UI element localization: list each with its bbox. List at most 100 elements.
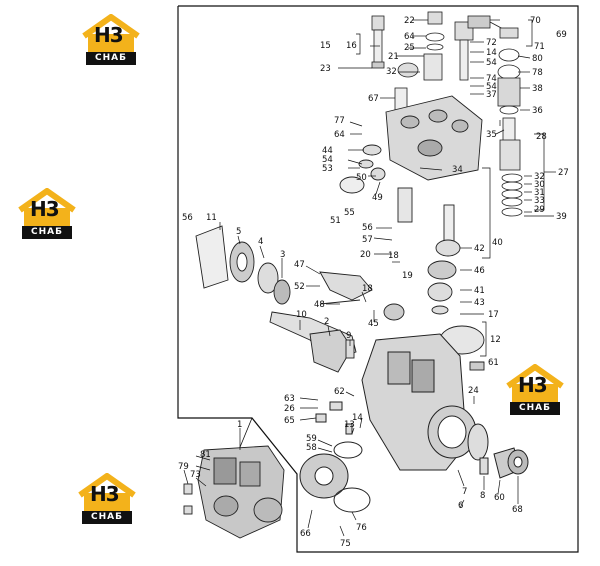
callout-26: 26 bbox=[284, 404, 295, 414]
callout-79: 79 bbox=[178, 462, 189, 472]
callout-65: 65 bbox=[284, 416, 295, 426]
callout-36: 36 bbox=[532, 106, 543, 116]
pump-housing bbox=[299, 333, 529, 513]
callout-77: 77 bbox=[334, 116, 345, 126]
callout-64: 64 bbox=[404, 32, 415, 42]
logo-mark: H3 bbox=[94, 23, 124, 47]
callout-73: 73 bbox=[190, 470, 201, 480]
callout-75: 75 bbox=[340, 539, 351, 549]
callout-47: 47 bbox=[294, 260, 305, 270]
house-roof-icon bbox=[82, 14, 140, 52]
pump-assembly-thumbnail bbox=[183, 445, 285, 539]
callout-9: 9 bbox=[346, 331, 351, 341]
callout-53: 53 bbox=[322, 164, 333, 174]
callout-4: 4 bbox=[258, 237, 263, 247]
callout-80: 80 bbox=[532, 54, 543, 64]
callout-3: 3 bbox=[280, 250, 285, 260]
callout-49: 49 bbox=[372, 193, 383, 203]
callout-39: 39 bbox=[556, 212, 567, 222]
callout-67: 67 bbox=[368, 94, 379, 104]
callout-11: 11 bbox=[206, 213, 217, 223]
callout-22: 22 bbox=[404, 16, 415, 26]
callout-15: 15 bbox=[320, 41, 331, 51]
house-roof-icon bbox=[18, 188, 76, 226]
callout-20: 20 bbox=[360, 250, 371, 260]
callout-64: 64 bbox=[334, 130, 345, 140]
callout-7: 7 bbox=[462, 487, 467, 497]
callout-40: 40 bbox=[492, 238, 503, 248]
callout-69: 69 bbox=[556, 30, 567, 40]
callout-29: 29 bbox=[534, 205, 545, 215]
callout-17: 17 bbox=[488, 310, 499, 320]
house-roof-icon bbox=[78, 473, 136, 511]
callout-32: 32 bbox=[534, 172, 545, 182]
diagram-frame bbox=[177, 5, 579, 553]
leader-lines bbox=[183, 19, 556, 537]
callout-54: 54 bbox=[486, 82, 497, 92]
callout-44: 44 bbox=[322, 146, 333, 156]
callout-30: 30 bbox=[534, 180, 545, 190]
logo-sub: СНАБ bbox=[82, 511, 132, 524]
logo-mark: H3 bbox=[518, 373, 548, 397]
logo-sub: СНАБ bbox=[510, 402, 560, 415]
callout-21: 21 bbox=[388, 52, 399, 62]
callout-23: 23 bbox=[320, 64, 331, 74]
callout-76: 76 bbox=[356, 523, 367, 533]
callout-37: 37 bbox=[486, 90, 497, 100]
callout-2: 2 bbox=[324, 317, 329, 327]
callout-43: 43 bbox=[474, 298, 485, 308]
callout-18: 18 bbox=[388, 251, 399, 261]
callout-12: 12 bbox=[490, 335, 501, 345]
callout-58: 58 bbox=[306, 443, 317, 453]
drive-parts bbox=[195, 225, 405, 373]
callout-18: 18 bbox=[362, 284, 373, 294]
logo-h3-snab: H3 СНАБ bbox=[16, 188, 78, 240]
callout-78: 78 bbox=[532, 68, 543, 78]
distributor-head bbox=[339, 95, 485, 371]
logo-h3-snab: H3 СНАБ bbox=[76, 473, 138, 525]
logo-sub: СНАБ bbox=[22, 226, 72, 239]
callout-46: 46 bbox=[474, 266, 485, 276]
callout-41: 41 bbox=[474, 286, 485, 296]
callout-34: 34 bbox=[452, 165, 463, 175]
callout-72: 72 bbox=[486, 38, 497, 48]
callout-70: 70 bbox=[530, 16, 541, 26]
callout-57: 57 bbox=[362, 235, 373, 245]
callout-48: 48 bbox=[314, 300, 325, 310]
callout-54: 54 bbox=[486, 58, 497, 68]
callout-52: 52 bbox=[294, 282, 305, 292]
callout-labels: 22 64 15 16 21 25 23 32 67 70 69 71 72 1… bbox=[178, 16, 569, 549]
callout-45: 45 bbox=[368, 319, 379, 329]
callout-54: 54 bbox=[322, 155, 333, 165]
callout-66: 66 bbox=[300, 529, 311, 539]
callout-68: 68 bbox=[512, 505, 523, 515]
callout-10: 10 bbox=[296, 310, 307, 320]
callout-25: 25 bbox=[404, 43, 415, 53]
callout-74: 74 bbox=[486, 74, 497, 84]
callout-60: 60 bbox=[494, 493, 505, 503]
callout-62: 62 bbox=[334, 387, 345, 397]
callout-27: 27 bbox=[558, 168, 569, 178]
callout-14: 14 bbox=[352, 413, 363, 423]
callout-24: 24 bbox=[468, 386, 479, 396]
callout-13: 13 bbox=[344, 420, 355, 430]
callout-8: 8 bbox=[480, 491, 485, 501]
callout-38: 38 bbox=[532, 84, 543, 94]
house-roof-icon bbox=[506, 364, 564, 402]
callout-81: 81 bbox=[200, 450, 211, 460]
logo-mark: H3 bbox=[90, 482, 120, 506]
head-parts bbox=[371, 11, 523, 217]
callout-61: 61 bbox=[488, 358, 499, 368]
callout-55: 55 bbox=[344, 208, 355, 218]
callout-71: 71 bbox=[534, 42, 545, 52]
logo-h3-snab: H3 СНАБ bbox=[504, 364, 566, 416]
logo-mark: H3 bbox=[30, 197, 60, 221]
callout-31: 31 bbox=[534, 188, 545, 198]
callout-6: 6 bbox=[458, 501, 463, 511]
callout-32: 32 bbox=[386, 67, 397, 77]
callout-14: 14 bbox=[486, 48, 497, 58]
callout-16: 16 bbox=[346, 41, 357, 51]
callout-51: 51 bbox=[330, 216, 341, 226]
